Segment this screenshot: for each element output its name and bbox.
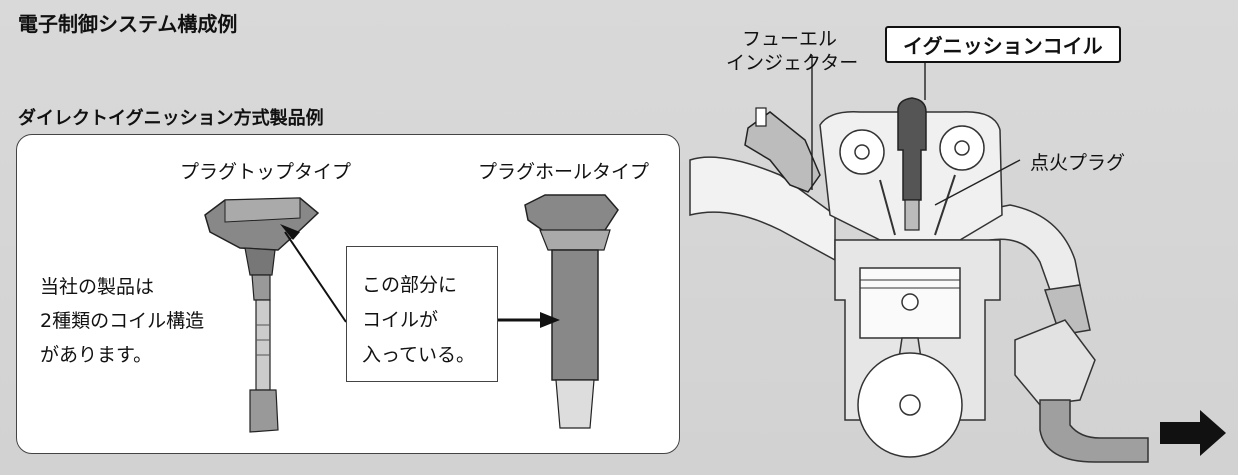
- note-line-2: コイルが: [362, 309, 439, 331]
- description-line-3: があります。: [40, 344, 153, 366]
- ignition-coil-label: イグニッションコイル: [903, 34, 1103, 58]
- plug-top-label: プラグトップタイプ: [180, 161, 352, 183]
- fuel-injector-label-2: インジェクター: [726, 52, 859, 74]
- plug-hole-coil: [524, 194, 619, 429]
- note-line-3: 入っている。: [362, 344, 476, 366]
- description-line-1: 当社の製品は: [40, 276, 155, 298]
- plug-top-coil: [204, 197, 320, 433]
- plug-hole-label: プラグホールタイプ: [478, 161, 650, 183]
- ignition-coil-callout: イグニッションコイル: [885, 26, 1121, 63]
- section-title: ダイレクトイグニッション方式製品例: [18, 108, 324, 129]
- spark-plug-label: 点火プラグ: [1030, 152, 1126, 174]
- description-line-2: 2種類のコイル構造: [40, 310, 205, 332]
- coil-note-box: [346, 246, 498, 382]
- note-line-1: この部分に: [362, 274, 458, 296]
- page-title: 電子制御システム構成例: [18, 12, 238, 36]
- exhaust-arrow: [1160, 410, 1226, 456]
- fuel-injector-label-1: フューエル: [742, 28, 838, 50]
